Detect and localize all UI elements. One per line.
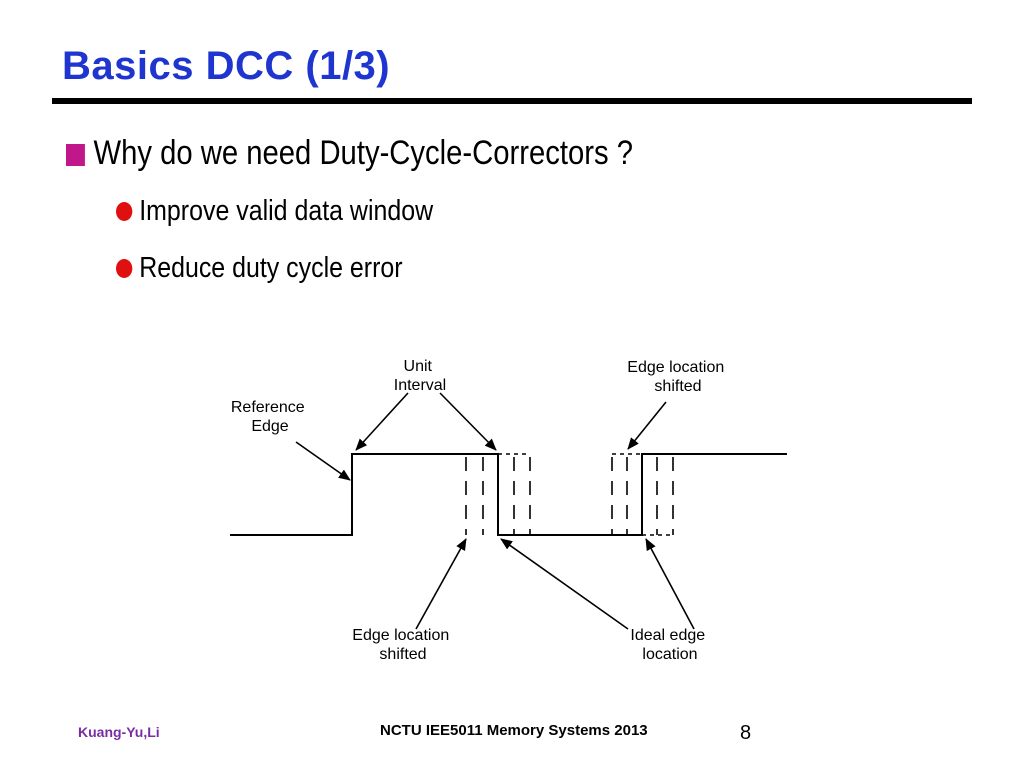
label-edge-shifted-bottom-line1: Edge location bbox=[352, 627, 449, 644]
label-reference-edge-line2: Edge bbox=[251, 418, 288, 435]
title-underline bbox=[52, 98, 972, 104]
bullet-main: Why do we need Duty-Cycle-Correctors ? bbox=[66, 134, 633, 173]
label-unit-interval-line2: Interval bbox=[394, 377, 446, 394]
duty-cycle-timing-diagram: Unit Interval Reference Edge Edge locati… bbox=[230, 358, 787, 663]
round-bullet-icon bbox=[116, 259, 133, 278]
label-ideal-edge-line1: Ideal edge bbox=[630, 627, 705, 644]
label-unit-interval: Unit Interval bbox=[394, 358, 446, 394]
label-reference-edge-line1: Reference bbox=[231, 399, 305, 416]
slide-title: Basics DCC (1/3) bbox=[62, 44, 391, 88]
page-number: 8 bbox=[740, 722, 752, 744]
label-reference-edge: Reference Edge bbox=[231, 399, 309, 435]
square-bullet-icon bbox=[66, 143, 85, 166]
label-edge-shifted-top-line1: Edge location bbox=[627, 359, 724, 376]
label-unit-interval-line1: Unit bbox=[404, 358, 433, 375]
annotation-arrows bbox=[295, 392, 695, 630]
bullet-sub-1: Improve valid data window bbox=[116, 195, 433, 228]
bullet-sub-2-text: Reduce duty cycle error bbox=[139, 252, 403, 284]
clock-waveform bbox=[230, 453, 787, 536]
label-edge-shifted-top-line2: shifted bbox=[654, 378, 701, 395]
label-ideal-edge: Ideal edge location bbox=[630, 627, 709, 663]
label-edge-shifted-bottom: Edge location shifted bbox=[352, 627, 453, 663]
bullet-sub-1-text: Improve valid data window bbox=[139, 195, 434, 227]
label-edge-shifted-top: Edge location shifted bbox=[627, 359, 728, 395]
label-edge-shifted-bottom-line2: shifted bbox=[379, 646, 426, 663]
footer-course: NCTU IEE5011 Memory Systems 2013 bbox=[380, 722, 648, 739]
shifted-edge-markers-right bbox=[611, 453, 674, 536]
shifted-edge-markers-left bbox=[465, 453, 531, 535]
footer-author: Kuang-Yu,Li bbox=[78, 724, 160, 740]
label-ideal-edge-line2: location bbox=[642, 646, 697, 663]
bullet-sub-2: Reduce duty cycle error bbox=[116, 252, 403, 285]
bullet-main-text: Why do we need Duty-Cycle-Correctors ? bbox=[93, 134, 634, 172]
round-bullet-icon bbox=[116, 202, 133, 221]
